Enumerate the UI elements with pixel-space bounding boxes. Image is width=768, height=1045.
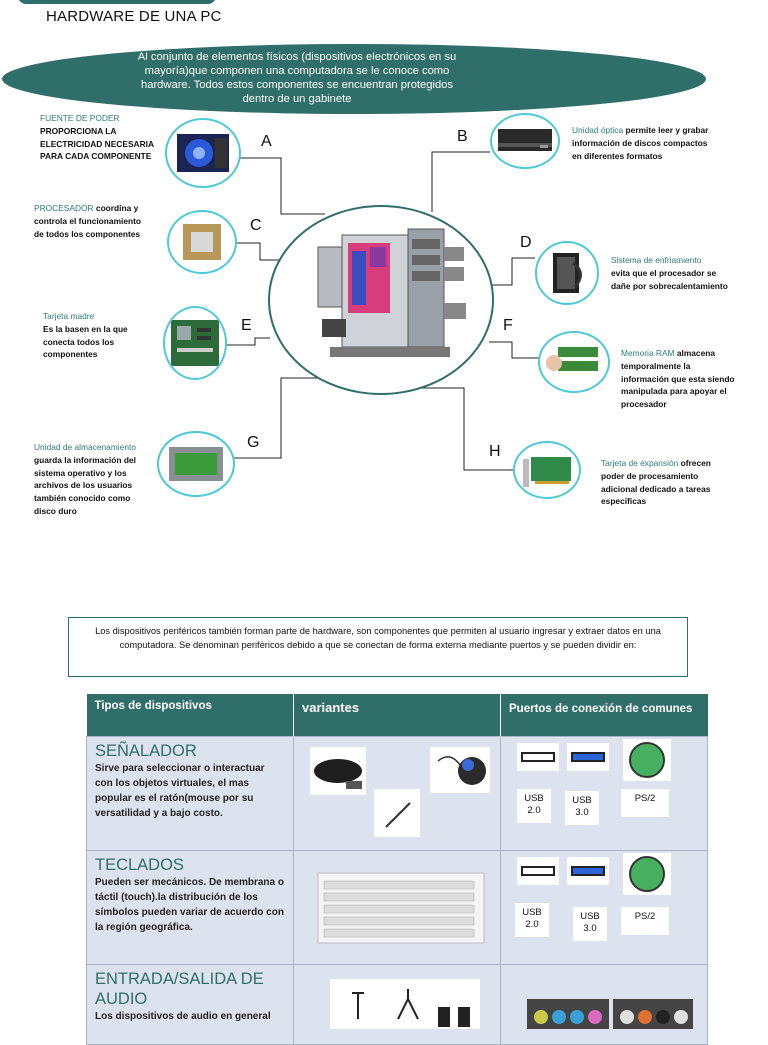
row-description: Sirve para seleccionar o interactuar con… (95, 763, 265, 819)
desc-storage-text: guarda la información del sistema operat… (34, 454, 136, 516)
intro-text: Al conjunto de elementos físicos (dispos… (137, 51, 457, 105)
label-letter-e: E (241, 317, 252, 334)
port-label-usb2: USB 2.0 (517, 789, 551, 823)
table-row: TECLADOS Pueden ser mecánicos. De membra… (86, 850, 708, 965)
optical-drive-image (490, 113, 560, 169)
power-supply-image (165, 118, 241, 188)
row-type-cell: ENTRADA/SALIDA DE AUDIO Los dispositivos… (86, 964, 294, 1045)
row-description: Pueden ser mecánicos. De membrana o táct… (95, 877, 284, 933)
desc-power-supply: FUENTE DE PODER PROPORCIONA LA ELECTRICI… (40, 112, 160, 163)
intro-banner (2, 44, 706, 114)
desc-cooling-key: Sistema de enfriamiento (611, 255, 702, 265)
audio-devices-image (330, 979, 480, 1029)
row-variants-cell (293, 964, 501, 1045)
desc-expansion-card-key: Tarjeta de expansión (601, 458, 679, 468)
desc-ram-key: Memoria RAM (621, 348, 675, 358)
page-title: HARDWARE DE UNA PC (46, 8, 222, 25)
desc-ram: Memoria RAM almacena temporalmente la in… (621, 347, 735, 411)
label-letter-a: A (261, 133, 272, 150)
desc-motherboard-text: Es la basen en la que conecta todos los … (43, 323, 128, 360)
row-variants-cell (293, 850, 501, 965)
desc-processor: PROCESADOR coordina y controla el funcio… (34, 202, 150, 240)
header-accent-bar (18, 0, 216, 4)
row-description: Los dispositivos de audio en general (95, 1011, 271, 1022)
desc-motherboard-key: Tarjeta madre (43, 311, 95, 321)
row-title: TECLADOS (95, 856, 184, 874)
row-type-cell: TECLADOS Pueden ser mecánicos. De membra… (86, 850, 294, 965)
desc-processor-text: coordina y controla el funcionamiento de… (34, 203, 142, 239)
desc-expansion-card-text: ofrecen poder de procesamiento adicional… (601, 458, 711, 507)
port-label-ps2: PS/2 (621, 907, 669, 935)
desc-cooling: Sistema de enfriamiento evita que el pro… (611, 254, 735, 292)
keyboard-image (317, 872, 485, 944)
label-letter-c: C (250, 217, 262, 234)
port-label-ps2: PS/2 (621, 789, 669, 817)
label-letter-f: F (503, 317, 513, 334)
desc-cooling-text: evita que el procesador se dañe por sobr… (611, 267, 728, 291)
desc-power-supply-key: FUENTE DE PODER (40, 113, 120, 123)
desc-optical-drive: Unidad óptica permite leer y grabar info… (572, 124, 712, 162)
desc-power-supply-text: PROPORCIONA LA ELECTRICIDAD NECESARIA PA… (40, 125, 154, 162)
label-letter-g: G (247, 434, 260, 451)
port-label-usb3: USB 3.0 (565, 791, 599, 825)
desc-storage-key: Unidad de almacenamiento (34, 442, 136, 452)
port-label-usb2: USB 2.0 (515, 903, 549, 937)
hard-disk-image (157, 431, 235, 497)
row-variants-cell (293, 736, 501, 851)
peripherals-intro-box (68, 617, 688, 677)
desc-optical-drive-text: permite leer y grabar información de dis… (572, 125, 709, 161)
desc-motherboard: Tarjeta madre Es la basen en la que cone… (43, 310, 143, 361)
usb-3-port-icon (567, 857, 609, 885)
audio-jacks-image (527, 999, 693, 1029)
ps2-port-icon (623, 853, 671, 895)
usb-2-port-icon (517, 743, 559, 771)
peripherals-intro-text: Los dispositivos periféricos también for… (95, 626, 661, 650)
usb-2-port-icon (517, 857, 559, 885)
row-ports-cell (500, 964, 708, 1045)
table-row: SEÑALADOR Sirve para seleccionar o inter… (86, 736, 708, 851)
desc-optical-drive-key: Unidad óptica (572, 125, 624, 135)
row-ports-cell: USB 2.0 USB 3.0 PS/2 (500, 850, 708, 965)
col-header-variants: variantes (293, 694, 501, 737)
pointing-devices-image (310, 747, 490, 837)
connector-lines (225, 151, 540, 471)
table-row: ENTRADA/SALIDA DE AUDIO Los dispositivos… (86, 964, 708, 1045)
ps2-port-icon (623, 739, 671, 781)
motherboard-image (163, 306, 227, 380)
pc-case-image (268, 205, 494, 395)
col-header-ports: Puertos de conexión de comunes (509, 703, 693, 715)
cooling-system-image (535, 241, 599, 305)
processor-image (167, 210, 237, 274)
row-title: ENTRADA/SALIDA DE AUDIO (95, 970, 264, 1008)
ram-memory-image (538, 331, 610, 393)
row-ports-cell: USB 2.0 USB 3.0 PS/2 (500, 736, 708, 851)
row-type-cell: SEÑALADOR Sirve para seleccionar o inter… (86, 736, 294, 851)
row-title: SEÑALADOR (95, 742, 197, 760)
devices-table: Tipos de dispositivos variantes Puertos … (86, 694, 708, 1045)
expansion-card-image (513, 441, 581, 499)
label-letter-h: H (489, 443, 501, 460)
desc-storage: Unidad de almacenamiento guarda la infor… (34, 441, 146, 518)
desc-ram-text: almacena temporalmente la información qu… (621, 348, 735, 410)
desc-processor-key: PROCESADOR (34, 203, 94, 213)
label-letter-d: D (520, 234, 532, 251)
usb-3-port-icon (567, 743, 609, 771)
col-header-types: Tipos de dispositivos (86, 694, 294, 737)
desc-expansion-card: Tarjeta de expansión ofrecen poder de pr… (601, 457, 729, 508)
port-label-usb3: USB 3.0 (573, 907, 607, 941)
label-letter-b: B (457, 128, 468, 145)
table-header-row: Tipos de dispositivos variantes Puertos … (86, 694, 708, 737)
